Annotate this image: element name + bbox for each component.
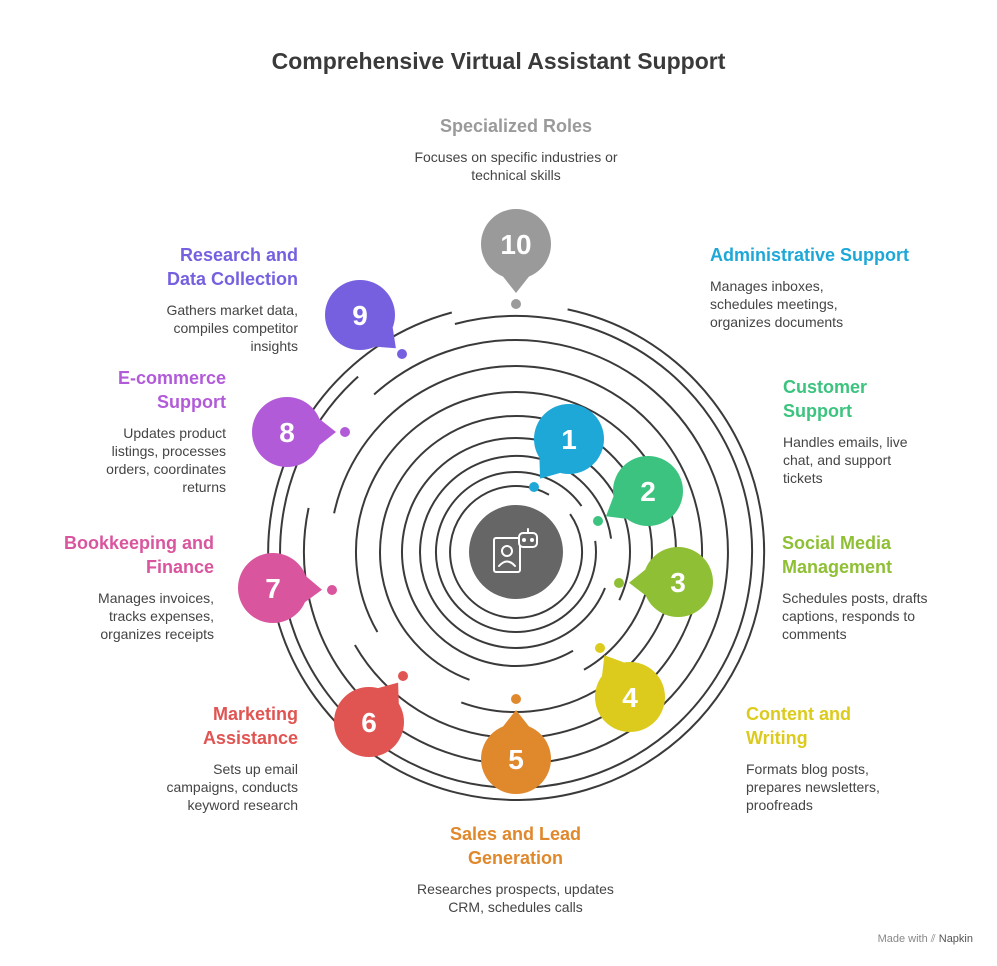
item-10-title: Specialized Roles [439,116,593,136]
ring-dot-1 [529,482,539,492]
bubble-9: 9 [325,280,396,350]
item-9-desc: Gathers market data, compiles competitor… [166,302,298,354]
ring-2 [435,471,597,633]
bubble-number-10: 10 [500,229,531,260]
item-8-title: E-commerce Support [117,368,226,412]
item-1-title: Administrative Support [710,245,910,265]
bubble-number-8: 8 [279,417,295,448]
ring-dot-6 [398,671,408,681]
bubble-pointer-7 [305,576,322,603]
ring-8 [302,339,729,766]
item-9-text: Research and Data Collection Gathers mar… [98,243,298,355]
ring-dot-4 [595,643,605,653]
item-7-title: Bookkeeping and Finance [63,533,214,577]
bubble-pointer-10 [503,276,529,293]
item-2-desc: Handles emails, live chat, and support t… [783,434,908,486]
bubble-circle-6 [334,687,404,757]
bubble-number-1: 1 [561,424,577,455]
bubble-3: 3 [629,547,713,617]
bubble-circle-9 [325,280,395,350]
bubble-number-2: 2 [640,476,656,507]
item-5-title: Sales and Lead Generation [449,824,582,868]
bubble-pointer-5 [503,710,529,727]
item-3-title: Social Media Management [782,533,893,577]
bubble-number-4: 4 [622,682,638,713]
item-7-desc: Manages invoices, tracks expenses, organ… [98,590,214,642]
item-1-text: Administrative Support Manages inboxes, … [710,243,910,331]
item-4-text: Content and Writing Formats blog posts, … [746,702,946,814]
bubble-7: 7 [238,553,322,623]
bubble-4: 4 [595,655,665,732]
bubble-circle-5 [481,724,551,794]
bubble-pointer-8 [319,419,336,445]
ring-dot-2 [593,516,603,526]
item-8-desc: Updates product listings, processes orde… [106,425,226,495]
item-6-text: Marketing Assistance Sets up email campa… [98,702,298,814]
item-8-text: E-commerce Support Updates product listi… [26,366,226,496]
bubble-1: 1 [534,404,604,479]
item-1-desc: Manages inboxes, schedules meetings, org… [710,278,844,330]
bubble-6: 6 [334,682,404,757]
bubble-number-6: 6 [361,707,377,738]
bubble-number-9: 9 [352,300,368,331]
footer-made-with: Made with [877,933,928,945]
bubble-5: 5 [481,710,551,794]
item-6-title: Marketing Assistance [202,704,298,748]
ring-dot-9 [397,349,407,359]
item-4-desc: Formats blog posts, prepares newsletters… [746,761,880,813]
item-4-title: Content and Writing [746,704,851,748]
ring-dot-8 [340,427,350,437]
ring-1 [449,484,584,619]
ring-dot-7 [327,585,337,595]
bubble-10: 10 [481,209,551,293]
ring-dot-5 [511,694,521,704]
bubble-circle-8 [252,397,322,467]
napkin-logo-icon: ⫽ [930,933,936,945]
bubble-number-5: 5 [508,744,524,775]
item-3-text: Social Media Management Schedules posts,… [782,531,982,643]
footer-brand: Napkin [938,933,973,945]
ring-dot-3 [614,578,624,588]
footer: Made with ⫽ Napkin [878,933,973,946]
bubble-circle-3 [643,547,713,617]
bubble-8: 8 [252,397,336,467]
bubble-circle-4 [595,662,665,732]
bubble-pointer-3 [629,569,646,596]
item-10-desc: Focuses on specific industries or techni… [414,149,618,183]
ring-7 [333,365,704,740]
bubble-2: 2 [606,456,683,526]
bubble-number-3: 3 [670,567,686,598]
virtual-assistant-icon [493,528,538,573]
item-10-text: Specialized Roles Focuses on specific in… [396,114,636,184]
bubble-circle-2 [613,456,683,526]
ring-dot-10 [511,299,521,309]
item-2-title: Customer Support [783,377,868,421]
bubble-circle-1 [534,404,604,474]
bubble-number-7: 7 [265,573,281,604]
center-hub [469,505,563,599]
item-3-desc: Schedules posts, drafts captions, respon… [782,590,928,642]
item-6-desc: Sets up email campaigns, conducts keywor… [166,761,298,813]
bubble-circle-7 [238,553,308,623]
item-5-text: Sales and Lead Generation Researches pro… [398,822,633,916]
page-title: Comprehensive Virtual Assistant Support [271,48,726,74]
item-7-text: Bookkeeping and Finance Manages invoices… [14,531,214,643]
item-5-desc: Researches prospects, updates CRM, sched… [417,881,614,915]
bubble-circle-10 [481,209,551,279]
item-9-title: Research and Data Collection [166,245,298,289]
item-2-text: Customer Support Handles emails, live ch… [783,375,983,487]
